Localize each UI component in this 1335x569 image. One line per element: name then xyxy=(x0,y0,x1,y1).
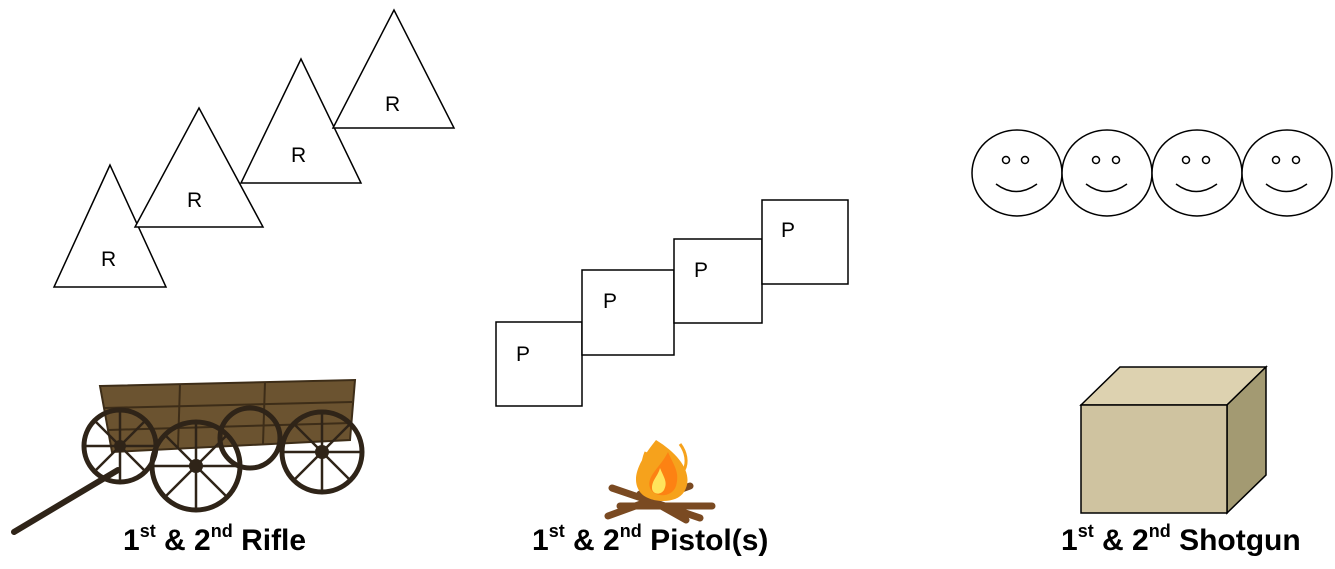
shotgun-caption-title: Shotgun xyxy=(1170,524,1301,557)
pistol-caption-second-suffix: nd xyxy=(619,521,642,541)
pistol-caption-first-suffix: st xyxy=(548,521,565,541)
rifle-target-label: R xyxy=(385,93,400,116)
pistol-caption-title: Pistol(s) xyxy=(641,524,769,557)
rifle-targets: R R R R xyxy=(52,8,456,288)
shotgun-caption-first-suffix: st xyxy=(1077,521,1094,541)
rifle-caption-first-suffix: st xyxy=(139,521,156,541)
pistol-caption: 1st & 2nd Pistol(s) xyxy=(532,522,768,560)
smiley-face-icon xyxy=(1241,129,1333,217)
rifle-target-label: R xyxy=(291,144,306,167)
rifle-caption-first: 1 xyxy=(123,524,140,557)
pistol-caption-first: 1 xyxy=(532,524,549,557)
shotgun-caption-second-suffix: nd xyxy=(1148,521,1171,541)
pistol-target-1: P xyxy=(495,321,583,407)
smiley-face-icon xyxy=(971,129,1063,217)
rifle-caption-title: Rifle xyxy=(232,524,307,557)
rifle-target-4: R xyxy=(331,8,456,129)
pistol-target-label: P xyxy=(781,219,795,242)
rifle-caption-second-suffix: nd xyxy=(210,521,233,541)
rifle-target-2: R xyxy=(133,106,265,228)
pistol-target-4: P xyxy=(761,199,849,285)
pistol-caption-second: & 2 xyxy=(564,524,620,557)
covered-wagon-icon xyxy=(11,378,365,535)
box-icon xyxy=(1079,365,1268,515)
shotgun-caption: 1st & 2nd Shotgun xyxy=(1061,522,1301,560)
pistol-target-label: P xyxy=(516,343,530,366)
smiley-face-icon xyxy=(1151,129,1243,217)
shotgun-caption-second: & 2 xyxy=(1093,524,1149,557)
rifle-target-label: R xyxy=(187,189,202,212)
rifle-caption: 1st & 2nd Rifle xyxy=(123,522,306,560)
smiley-face-icon xyxy=(1061,129,1153,217)
rifle-target-label: R xyxy=(101,248,116,271)
pistol-target-3: P xyxy=(673,238,763,324)
pistol-targets: P P P P xyxy=(495,199,849,407)
pistol-target-label: P xyxy=(603,290,617,313)
pistol-target-2: P xyxy=(581,269,675,356)
shotgun-targets xyxy=(971,129,1333,217)
pistol-target-label: P xyxy=(694,259,708,282)
campfire-icon xyxy=(604,440,716,524)
rifle-target-3: R xyxy=(239,57,363,184)
shotgun-caption-first: 1 xyxy=(1061,524,1078,557)
rifle-caption-second: & 2 xyxy=(155,524,211,557)
